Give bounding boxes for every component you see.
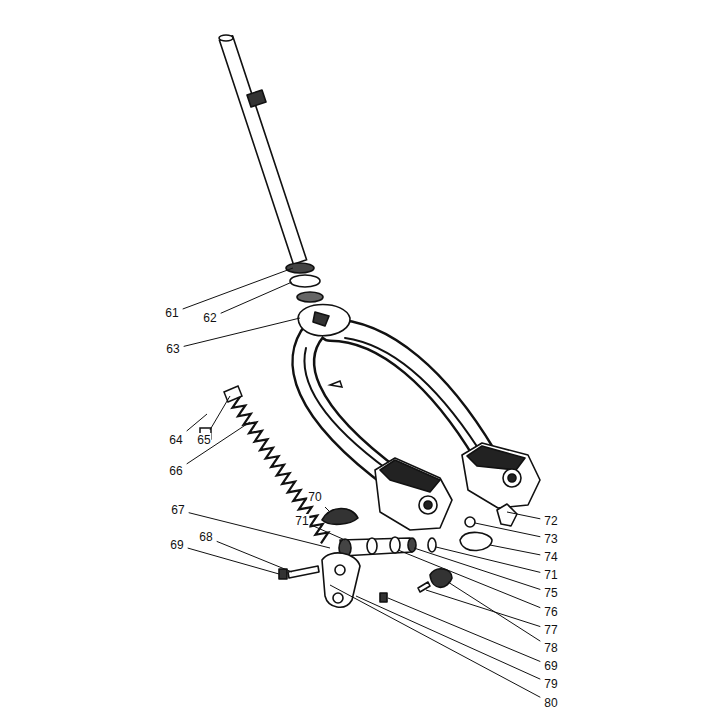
callout-number: 71 (294, 514, 309, 528)
callout-number: 64 (168, 433, 183, 447)
bush (460, 532, 492, 550)
callout-number: 76 (543, 605, 558, 619)
tube-end (219, 35, 233, 41)
callout-number: 62 (202, 311, 217, 325)
callout-number: 80 (543, 696, 558, 710)
leader-line (414, 548, 540, 589)
leader-line (507, 512, 540, 519)
callout-number: 67 (170, 503, 185, 517)
callout-number: 72 (543, 514, 558, 528)
leader-line (448, 582, 540, 641)
callout-number: 66 (168, 464, 183, 478)
callout-number: 73 (543, 532, 558, 546)
callout-number: 65 (196, 433, 211, 447)
steerer-tube (219, 36, 306, 264)
callout-number: 68 (198, 530, 213, 544)
leader-line (187, 414, 207, 431)
callout-number: 79 (543, 677, 558, 691)
washer (465, 517, 475, 527)
callout-number: 70 (307, 490, 322, 504)
callout-number: 63 (165, 342, 180, 356)
leader-line (325, 507, 330, 512)
link-part (497, 504, 517, 526)
leader-line (388, 598, 540, 662)
spring (200, 386, 328, 543)
leader-line (187, 422, 250, 464)
leader-line (210, 396, 230, 430)
leader-lines (183, 268, 541, 697)
cover (322, 508, 358, 524)
right-lug (462, 443, 540, 508)
ring (290, 275, 320, 287)
bolt (288, 566, 319, 578)
ring (286, 263, 314, 273)
leader-line (436, 547, 540, 572)
callout-number: 69 (169, 538, 184, 552)
callout-number: 78 (543, 641, 558, 655)
spring-cap (224, 386, 242, 402)
nut (380, 593, 387, 602)
callout-number: 71 (543, 568, 558, 582)
leader-line (475, 523, 540, 537)
callout-number: 77 (543, 623, 558, 637)
leader-line (184, 318, 300, 346)
leader-line (313, 526, 345, 540)
leader-line (189, 513, 330, 548)
callout-number: 74 (543, 550, 558, 564)
leader-line (356, 596, 540, 679)
tube-band (247, 90, 266, 107)
cover (430, 569, 452, 588)
leader-line (398, 550, 540, 608)
spring-coil (227, 397, 328, 543)
callout-number: 61 (164, 306, 179, 320)
left-lug (375, 458, 452, 530)
leader-line (490, 545, 540, 555)
axle (340, 538, 412, 556)
leader-line (188, 548, 279, 574)
ring (297, 292, 323, 302)
fork-legs (303, 330, 485, 480)
leader-line (221, 282, 292, 313)
callout-number: 75 (543, 586, 558, 600)
crown (298, 305, 350, 336)
link-plate (322, 553, 360, 607)
callout-number: 69 (543, 659, 558, 673)
leader-line (330, 585, 540, 697)
